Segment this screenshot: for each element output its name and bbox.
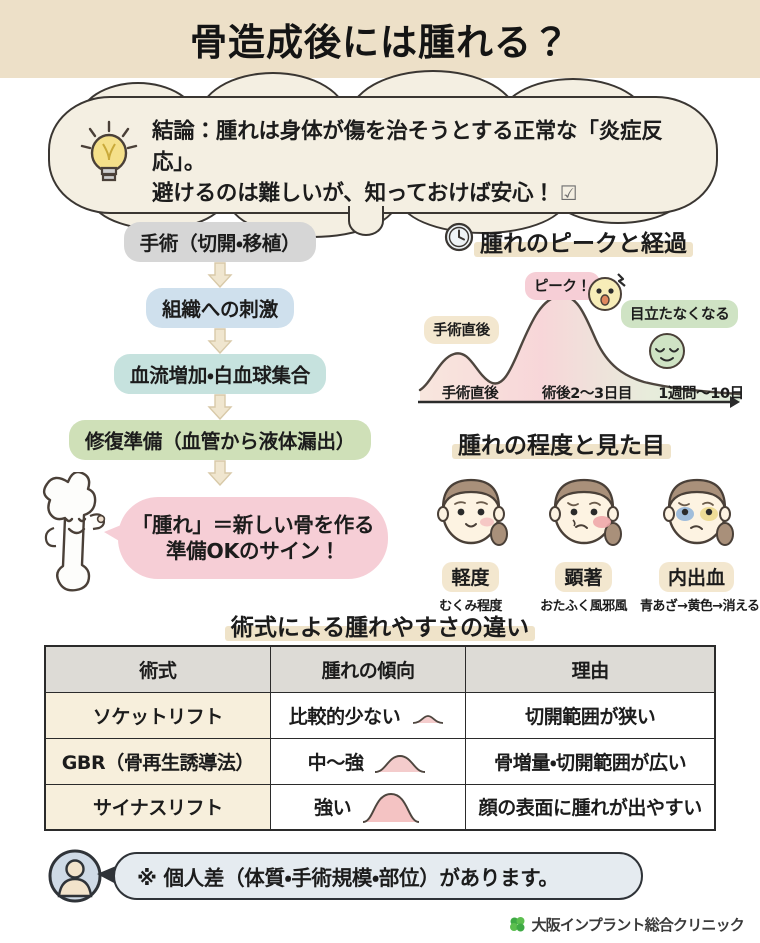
flow-step: 組織への刺激 — [52, 288, 388, 328]
arrow-down-icon — [207, 328, 233, 354]
cell-trend: 比較的少ない — [269, 691, 467, 739]
conclusion-callout: 結論：腫れは身体が傷を治そうとする正常な「炎症反応」。 避けるのは難しいが、知っ… — [48, 70, 718, 238]
flow-step-label: 手術（切開・移植） — [123, 222, 317, 262]
page-header: 骨造成後には腫れる？ — [0, 0, 760, 78]
swelling-curve-large-icon — [362, 792, 420, 823]
person-avatar-icon — [48, 849, 102, 903]
severity-item: 軽度 むくみ程度 — [414, 462, 527, 614]
cell-method: ソケットリフト — [44, 691, 271, 739]
clinic-logo: 大阪インプラント総合クリニック — [509, 914, 745, 935]
flow-step: 修復準備（血管から液体漏出） — [52, 420, 388, 460]
severity-sub: 青あざ→黄色→消える — [640, 599, 760, 614]
badge-post-op: 手術直後 — [424, 316, 499, 344]
badge-peak: ピーク！ — [525, 272, 600, 300]
conclusion-line-1: 結論：腫れは身体が傷を治そうとする正常な「炎症反応」。 — [152, 119, 663, 176]
swelling-curve-medium-icon — [375, 755, 426, 773]
flow-step-label: 組織への刺激 — [146, 288, 294, 328]
badge-subsiding: 目立たなくなる — [621, 300, 739, 328]
cell-reason: 骨増量・切開範囲が広い — [465, 737, 716, 785]
footnote-text: ※ 個人差（体質・手術規模・部位）があります。 — [137, 866, 559, 890]
table-header-reason: 理由 — [465, 645, 716, 693]
severity-item: 顕著 おたふく風邪風 — [527, 462, 640, 614]
flow-result-bubble: 「腫れ」＝新しい骨を作る 準備OKのサイン！ — [118, 497, 388, 579]
table-section-title: 術式による腫れやすさの違い — [0, 608, 760, 642]
flow-result-line-1: 「腫れ」＝新しい骨を作る — [131, 512, 375, 537]
severity-item: 内出血 青あざ→黄色→消える — [640, 462, 760, 614]
severity-sub: おたふく風邪風 — [540, 599, 627, 614]
check-icon: ☑ — [559, 181, 578, 206]
cell-method: サイナスリフト — [44, 783, 271, 831]
page-title: 骨造成後には腫れる？ — [190, 21, 570, 64]
flow-step: 手術（切開・移植） — [52, 222, 388, 262]
table-row: ソケットリフト 比較的少ない 切開範囲が狭い — [44, 691, 716, 739]
swelling-curve-small-icon — [413, 715, 444, 724]
table-title-text: 術式による腫れやすさの違い — [224, 608, 536, 642]
cloud-body — [48, 96, 718, 214]
severity-section-title: 腫れの程度と見た目 — [452, 426, 671, 460]
bone-mascot-icon — [42, 472, 106, 592]
timeline-section-title: 腫れのピークと経過 — [474, 224, 693, 258]
clinic-name: 大阪インプラント総合クリニック — [531, 916, 744, 934]
footnote-bubble: ※ 個人差（体質・手術規模・部位）があります。 — [113, 852, 643, 900]
conclusion-line-2: 避けるのは難しいが、知っておけば安心！ — [152, 181, 555, 207]
flow-step-label: 血流増加・白血球集合 — [113, 354, 327, 394]
lightbulb-icon — [80, 120, 138, 182]
conclusion-text: 結論：腫れは身体が傷を治そうとする正常な「炎症反応」。 避けるのは難しいが、知っ… — [152, 116, 700, 210]
severity-faces: 軽度 むくみ程度 顕著 おたふく風邪風 — [414, 462, 760, 614]
conclusion-line-2-wrap: 避けるのは難しいが、知っておけば安心！☑ — [152, 178, 700, 209]
clock-icon — [444, 222, 474, 252]
table-row: GBR（骨再生誘導法） 中〜強 骨増量・切開範囲が広い — [44, 737, 716, 785]
inflammation-flowchart: 手術（切開・移植） 組織への刺激 血流増加・白血球集合 修復準備（血管から液体漏… — [52, 222, 388, 486]
surgery-comparison-table: 術式 腫れの傾向 理由 ソケットリフト 比較的少ない 切開範囲が狭い GBR（骨… — [44, 645, 716, 831]
flow-step-label: 修復準備（血管から液体漏出） — [68, 420, 372, 460]
cell-method: GBR（骨再生誘導法） — [44, 737, 271, 785]
bruise-face-icon — [662, 478, 734, 546]
swelling-curve-chart — [418, 294, 742, 408]
cell-trend-label: 中〜強 — [307, 751, 364, 774]
footnote-bubble-tail — [97, 866, 116, 884]
axis-label-0: 手術直後 — [441, 386, 499, 402]
cell-reason: 顔の表面に腫れが出やすい — [465, 783, 716, 831]
marked-face-icon — [548, 478, 622, 546]
cell-trend-label: 強い — [313, 797, 352, 820]
mild-face-icon — [436, 478, 508, 546]
severity-sub: むくみ程度 — [439, 599, 502, 614]
table-header-method: 術式 — [44, 645, 271, 693]
clover-icon — [510, 917, 525, 932]
arrow-down-icon — [207, 394, 233, 420]
cloud-tail — [348, 206, 384, 236]
severity-label: 軽度 — [442, 562, 499, 592]
arrow-down-icon — [207, 460, 233, 486]
table-row: サイナスリフト 強い 顔の表面に腫れが出やすい — [44, 783, 716, 831]
severity-title-text: 腫れの程度と見た目 — [452, 426, 671, 460]
table-header-row: 術式 腫れの傾向 理由 — [44, 645, 716, 693]
severity-label: 内出血 — [658, 562, 734, 592]
table-header-trend: 腫れの傾向 — [269, 645, 467, 693]
axis-label-2: 1週問〜10日 — [658, 386, 744, 402]
surprised-face-icon — [588, 273, 626, 311]
cell-trend: 中〜強 — [269, 737, 467, 785]
cell-reason: 切開範囲が狭い — [465, 691, 716, 739]
timeline-axis-labels: 手術直後 術後2〜3日目 1週問〜10日 — [414, 382, 754, 403]
flow-step: 血流増加・白血球集合 — [52, 354, 388, 394]
arrow-down-icon — [207, 262, 233, 288]
cell-trend-label: 比較的少ない — [288, 705, 401, 728]
flow-result-line-2: 準備OKのサイン！ — [165, 539, 341, 563]
axis-label-1: 術後2〜3日目 — [542, 386, 632, 402]
severity-label: 顕著 — [555, 562, 612, 592]
cell-trend: 強い — [269, 783, 467, 831]
timeline-title-text: 腫れのピークと経過 — [474, 224, 693, 258]
relieved-face-icon — [649, 333, 685, 369]
